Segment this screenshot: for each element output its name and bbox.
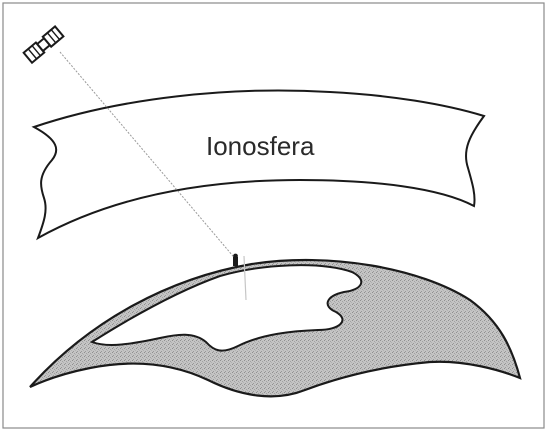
satellite-icon xyxy=(24,26,64,62)
receiver-icon xyxy=(233,254,238,266)
ionosphere-label: Ionosfera xyxy=(206,131,315,161)
ionosphere-band xyxy=(34,90,484,238)
